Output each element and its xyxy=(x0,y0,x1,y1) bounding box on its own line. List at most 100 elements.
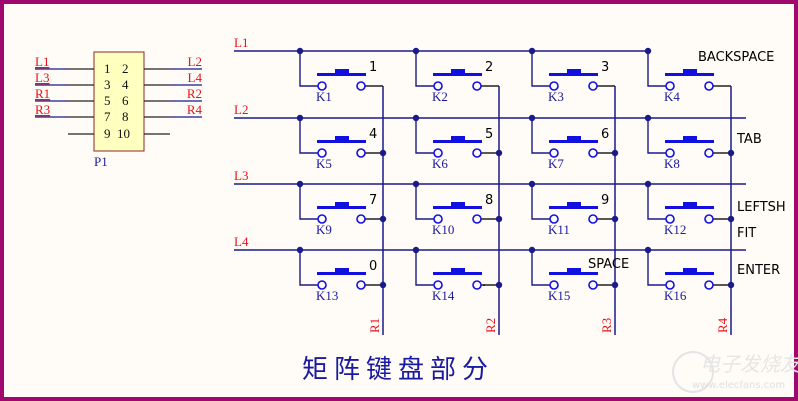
switch-ref: K5 xyxy=(316,156,332,171)
junction-dot xyxy=(727,281,735,289)
switch-actuator xyxy=(549,73,598,76)
switch-ref: K12 xyxy=(664,222,686,237)
key-label-continuation: FIT xyxy=(737,226,756,241)
switch-lead xyxy=(647,51,666,87)
switch-k16: K16 ENTER xyxy=(644,246,780,303)
switch-pin xyxy=(317,81,327,91)
switch-k11: K11 9 xyxy=(528,180,619,237)
switch-pin xyxy=(549,214,559,224)
switch-ref: K10 xyxy=(432,222,454,237)
switch-lead xyxy=(299,184,318,220)
switch-actuator xyxy=(665,206,714,209)
switch-ref: K3 xyxy=(548,89,564,104)
connector-pin-number: 9 xyxy=(104,126,111,141)
key-label: 4 xyxy=(369,127,377,142)
switch-button xyxy=(567,69,581,74)
connector-pin-number: 7 xyxy=(104,109,111,124)
net-label: R3 xyxy=(35,102,50,117)
row-label: L4 xyxy=(234,234,249,249)
connector-pin-number: 8 xyxy=(122,109,129,124)
switch-pin xyxy=(704,214,714,224)
switch-actuator xyxy=(549,140,598,143)
junction-dot xyxy=(379,149,387,157)
key-label: 2 xyxy=(485,60,493,75)
connector-pin-number: 5 xyxy=(104,93,111,108)
switch-lead xyxy=(299,118,318,154)
switch-ref: K16 xyxy=(664,288,687,303)
switch-ref: K6 xyxy=(432,156,448,171)
connector-pin-number: 4 xyxy=(122,77,129,92)
switch-actuator xyxy=(549,272,598,275)
switch-pin xyxy=(433,148,443,158)
switch-lead xyxy=(299,51,318,87)
switch-pin xyxy=(549,148,559,158)
switch-pin xyxy=(433,280,443,290)
switch-lead xyxy=(299,250,318,286)
switch-actuator xyxy=(317,206,366,209)
key-label: 5 xyxy=(485,127,493,142)
switch-pin xyxy=(549,280,559,290)
switch-lead xyxy=(531,51,550,87)
col-label: R4 xyxy=(715,317,730,333)
switch-pin xyxy=(704,148,714,158)
net-label: R4 xyxy=(187,102,203,117)
junction-dot xyxy=(379,215,387,223)
key-label: 6 xyxy=(601,127,609,142)
switch-lead xyxy=(415,51,434,87)
switch-pin xyxy=(317,214,327,224)
key-label: 8 xyxy=(485,193,493,208)
key-label: TAB xyxy=(736,132,762,147)
switch-button xyxy=(451,69,465,74)
switch-pin xyxy=(356,148,366,158)
switch-k14: K14. xyxy=(412,246,503,303)
row-label: L3 xyxy=(234,168,248,183)
switch-lead xyxy=(647,250,666,286)
switch-pin xyxy=(704,280,714,290)
switch-pin xyxy=(472,214,482,224)
switch-button xyxy=(335,136,349,141)
switch-ref: K15 xyxy=(548,288,570,303)
key-label: . xyxy=(482,275,486,290)
watermark-url: www.elecfans.com xyxy=(692,380,785,391)
switch-ref: K11 xyxy=(548,222,570,237)
switch-actuator xyxy=(433,73,482,76)
switch-pin xyxy=(356,81,366,91)
col-label: R2 xyxy=(483,318,498,333)
key-label: 0 xyxy=(369,259,377,274)
switch-actuator xyxy=(317,272,366,275)
junction-dot xyxy=(611,149,619,157)
switch-pin xyxy=(472,81,482,91)
switch-actuator xyxy=(317,140,366,143)
switch-button xyxy=(683,69,697,74)
junction-dot xyxy=(495,281,503,289)
switch-k9: K97 xyxy=(296,180,387,237)
net-label: R1 xyxy=(35,86,50,101)
switch-actuator xyxy=(433,206,482,209)
net-label: L1 xyxy=(35,54,49,69)
net-label: L4 xyxy=(188,70,203,85)
switch-button xyxy=(335,268,349,273)
net-label: L3 xyxy=(35,70,49,85)
switch-k8: K8 TAB xyxy=(644,114,762,171)
junction-dot xyxy=(379,281,387,289)
connector-body xyxy=(93,51,145,152)
switch-actuator xyxy=(317,73,366,76)
switch-pin xyxy=(433,81,443,91)
switch-ref: K4 xyxy=(664,89,680,104)
switch-actuator xyxy=(549,206,598,209)
watermark: 电子发烧友 www.elecfans.com xyxy=(672,351,798,393)
switch-button xyxy=(567,268,581,273)
switch-pin xyxy=(317,148,327,158)
switch-pin xyxy=(665,280,675,290)
switch-lead xyxy=(531,118,550,154)
junction-dot xyxy=(611,281,619,289)
col-label: R3 xyxy=(599,318,614,333)
switch-ref: K8 xyxy=(664,156,680,171)
connector-pin-number: 3 xyxy=(104,77,111,92)
key-label: 9 xyxy=(601,193,609,208)
switch-button xyxy=(451,136,465,141)
connector-pin-number: 2 xyxy=(122,61,129,76)
key-label: ENTER xyxy=(737,263,780,278)
key-label: 3 xyxy=(601,60,609,75)
